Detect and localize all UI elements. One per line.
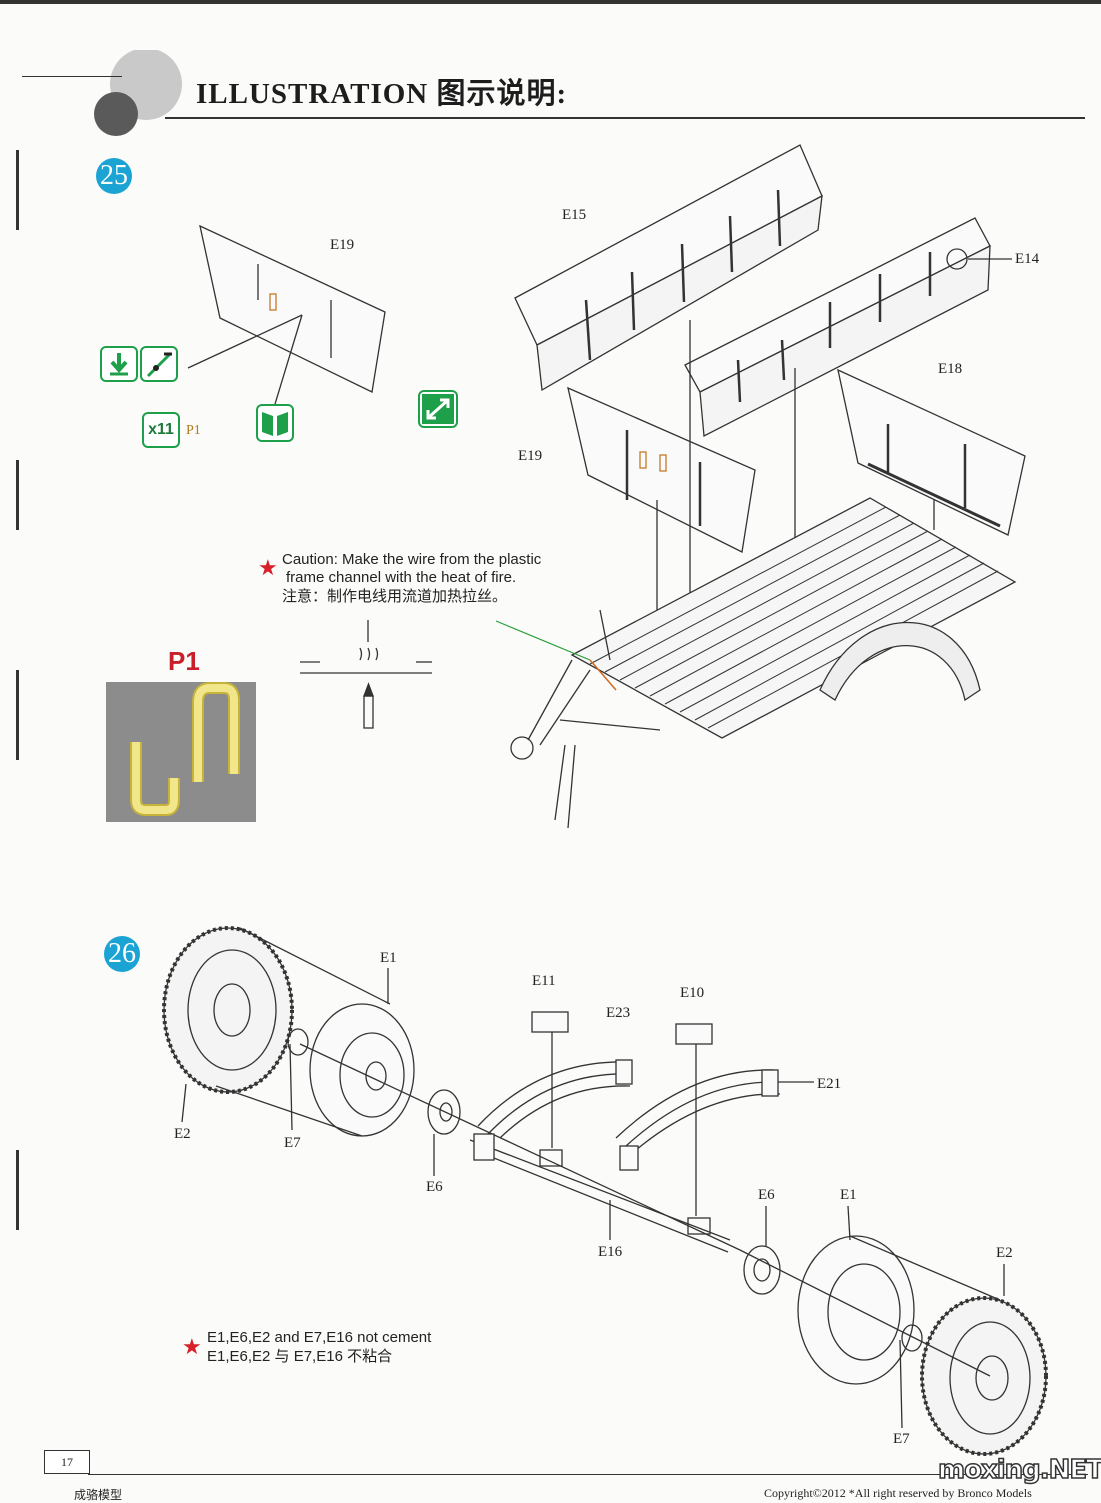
top-border [0, 0, 1101, 4]
label-e7-left: E7 [284, 1135, 301, 1151]
copyright: Copyright©2012 *All right reserved by Br… [764, 1486, 1032, 1500]
caution-star-icon: ★ [258, 555, 278, 580]
label-e2-right: E2 [996, 1245, 1013, 1261]
mirror-icon [256, 404, 294, 442]
label-e21: E21 [817, 1076, 842, 1092]
label-e7-right: E7 [893, 1431, 910, 1447]
label-e1-left: E1 [380, 950, 397, 966]
step-25-badge: 25 [96, 158, 132, 194]
quantity-icon: x11 [142, 412, 180, 448]
note-text-en: E1,E6,E2 and E7,E16 not cement [207, 1329, 432, 1346]
step-25-diagram [0, 130, 1101, 871]
caution-text-en-2: frame channel with the heat of fire. [286, 569, 517, 586]
page-number-box: 17 [44, 1450, 90, 1474]
header-rule [22, 76, 122, 77]
caution-text-cn: 注意：制作电线用流道加热拉丝。 [282, 588, 508, 605]
watermark-logo: moxing.NET [937, 1454, 1101, 1486]
label-e1-right: E1 [840, 1187, 857, 1203]
left-binding [16, 460, 19, 530]
zoom-icon [418, 390, 458, 428]
attach-down-icon [100, 346, 138, 382]
label-e6-left: E6 [426, 1179, 443, 1195]
left-binding [16, 1150, 19, 1230]
header-underline [165, 117, 1085, 119]
page-title: ILLUSTRATION 图示说明: [196, 78, 568, 110]
p1-inset-image [106, 682, 256, 822]
label-e19-top: E19 [330, 237, 355, 253]
label-e6-right: E6 [758, 1187, 775, 1203]
left-binding [16, 670, 19, 760]
quantity-label: x11 [148, 421, 174, 438]
step-26-diagram [0, 900, 1101, 1460]
label-e15: E15 [562, 207, 587, 223]
note-text-cn: E1,E6,E2 与 E7,E16 不粘合 [207, 1348, 393, 1365]
left-binding [16, 150, 19, 230]
caution-text-en-1: Caution: Make the wire from the plastic [282, 551, 542, 568]
part-label-p1: P1 [186, 423, 201, 438]
note-star-icon: ★ [182, 1334, 202, 1359]
page-number: 17 [61, 1455, 73, 1469]
header-circles [90, 48, 200, 140]
label-e10: E10 [680, 985, 705, 1001]
label-e19-side: E19 [518, 448, 543, 464]
footer-rule [88, 1474, 1088, 1475]
bend-icon [140, 346, 178, 382]
footer-left-text: 成骆模型 [74, 1488, 123, 1502]
label-e14: E14 [1015, 251, 1040, 267]
step-26-badge: 26 [104, 936, 140, 972]
label-e11: E11 [532, 973, 556, 989]
label-e16: E16 [598, 1244, 623, 1260]
label-e23: E23 [606, 1005, 631, 1021]
inset-title: P1 [168, 646, 200, 676]
label-e2-left: E2 [174, 1126, 191, 1142]
label-e18: E18 [938, 361, 963, 377]
